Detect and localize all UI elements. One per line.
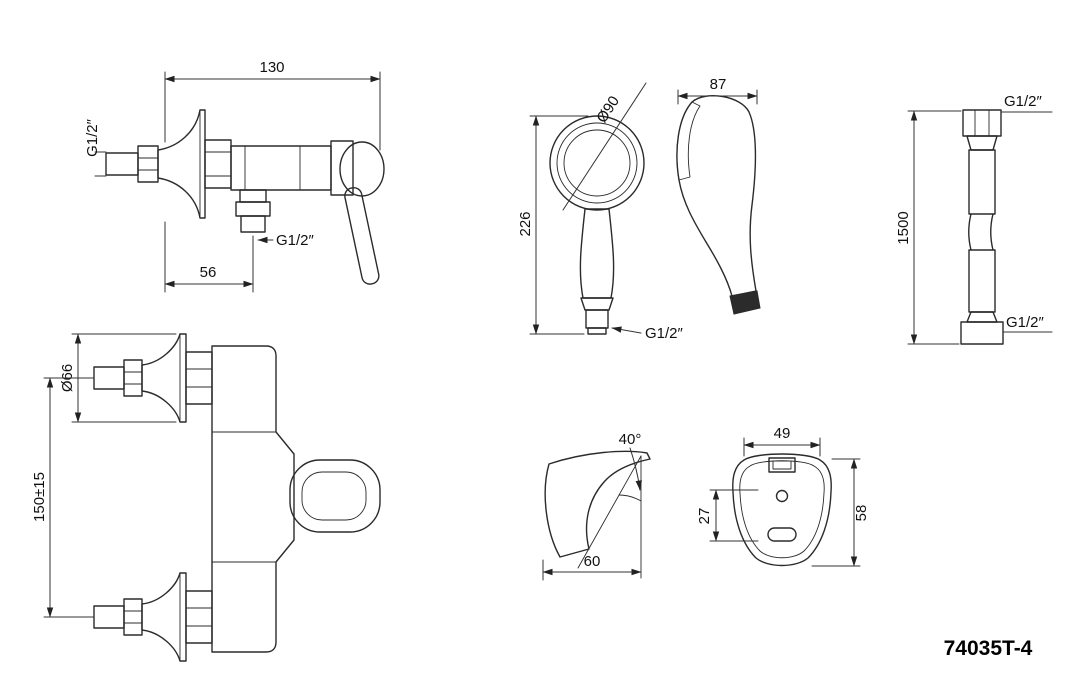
bracket-back-view: 49 58 27 [696, 425, 870, 567]
outlet-thread-label: G1/2″ [276, 232, 315, 249]
inlet-hex-top [123, 359, 143, 397]
escutcheon-bell [157, 109, 206, 219]
union-nut-bottom [185, 590, 213, 644]
dim-49-label: 49 [774, 425, 791, 442]
dim-1500-label: 1500 [895, 211, 912, 244]
dim-87-label: 87 [710, 76, 727, 93]
hose-top-ferrule [966, 135, 998, 151]
handset-side-view: 87 [676, 76, 761, 315]
outlet-neck [239, 189, 267, 203]
handset-cone [580, 297, 614, 311]
escutcheon-bottom [141, 572, 187, 662]
dim-130-label: 130 [259, 59, 284, 76]
bracket-back-outline [732, 453, 832, 567]
mixer-front-view: Ø66 150±15 [31, 333, 381, 662]
bracket-screw-hole [775, 489, 789, 503]
hose-thread-bottom-label: G1/2″ [1006, 314, 1045, 331]
dim-27-label: 27 [696, 508, 713, 525]
handle-dome [339, 141, 385, 197]
handset-front-view: Ø90 226 G1/2″ [517, 82, 684, 342]
handle-front [289, 459, 381, 533]
angle-40-label: 40° [619, 431, 642, 448]
hose-top-fitting [962, 109, 1002, 137]
inlet-pipe-bottom [93, 605, 125, 629]
mixer-body-front [211, 345, 295, 653]
handset-thread-label: G1/2″ [645, 325, 684, 342]
handset-nozzle [729, 290, 761, 315]
dim-56-label: 56 [200, 264, 217, 281]
hose-view: G1/2″ G1/2″ 1500 [895, 93, 1053, 345]
dim-60-label: 60 [584, 553, 601, 570]
handset-thread-end [587, 327, 607, 335]
handset-side-body [676, 95, 757, 297]
inlet-pipe [105, 152, 139, 176]
bracket-side-view: 40° 60 [542, 431, 651, 581]
inlet-pipe-top [93, 366, 125, 390]
bracket-side-body [544, 450, 651, 558]
dim-150-label: 150±15 [31, 472, 48, 522]
union-nut-top [185, 351, 213, 405]
mixer-side-view: 130 G1/2″ G1/2″ 56 [84, 59, 385, 293]
hose-bottom-ferrule [966, 311, 998, 323]
cartridge-cap [330, 140, 354, 196]
handset-side-face [676, 101, 701, 181]
hose-thread-top-label: G1/2″ [1004, 93, 1043, 110]
inlet-hex-nut [137, 145, 159, 183]
hose-bottom-nut [960, 321, 1004, 345]
outlet-hex [235, 201, 271, 217]
outlet-thread [240, 215, 266, 233]
escutcheon-top [141, 333, 187, 423]
handle-lever [344, 187, 380, 285]
dim-226-label: 226 [517, 211, 534, 236]
hose-middle [968, 213, 994, 251]
inlet-hex-bottom [123, 598, 143, 636]
model-number: 74035T-4 [944, 637, 1033, 660]
valve-body [230, 145, 332, 191]
handset-grip [579, 208, 615, 299]
valve-nut [204, 139, 232, 189]
dim-58-label: 58 [853, 505, 870, 522]
spray-head-rim [549, 115, 645, 211]
bracket-lower-slot [767, 527, 797, 542]
hose-corrugation-bottom [968, 249, 996, 313]
inlet-thread-label: G1/2″ [84, 118, 101, 157]
hose-corrugation-top [968, 149, 996, 215]
spray-face [563, 129, 631, 197]
bracket-top-slot [768, 457, 796, 473]
handset-thread [585, 309, 609, 329]
